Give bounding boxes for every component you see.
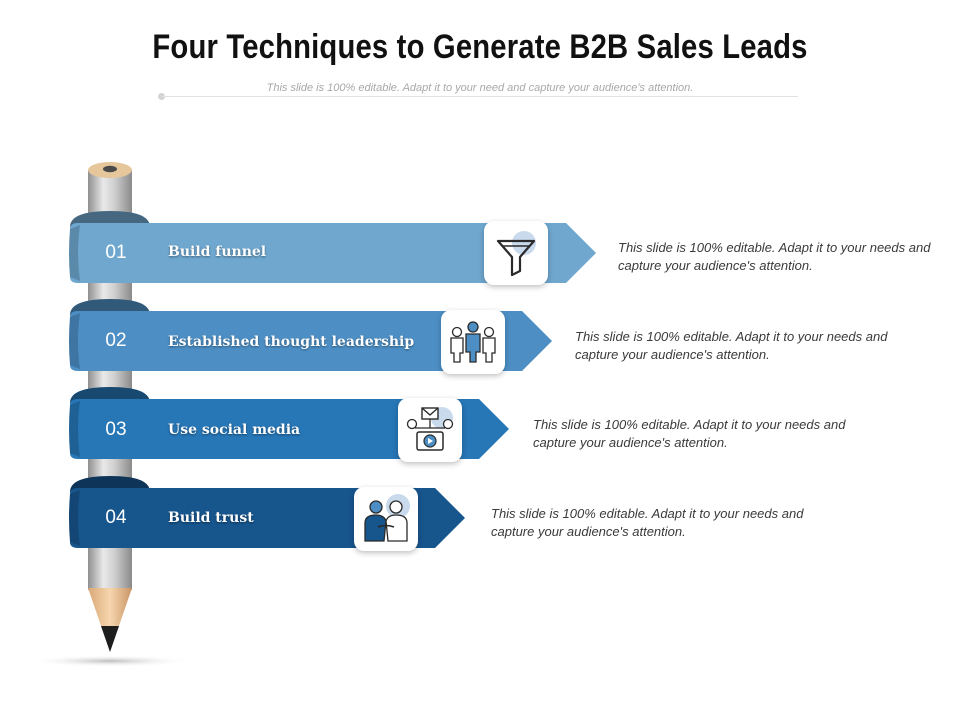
handshake-icon: [364, 494, 410, 542]
social-media-icon: [406, 407, 454, 451]
pencil-tip: [88, 588, 132, 652]
ribbon-arrow: [70, 311, 552, 371]
step-description: This slide is 100% editable. Adapt it to…: [575, 329, 888, 362]
pencil-lead: [101, 626, 119, 652]
step-description: This slide is 100% editable. Adapt it to…: [491, 506, 804, 539]
step-label: Build trust: [168, 510, 254, 526]
step-label: Established thought leadership: [168, 334, 415, 350]
step-number: 02: [105, 330, 127, 351]
divider-dot: [158, 93, 165, 100]
step-description: This slide is 100% editable. Adapt it to…: [618, 240, 931, 273]
step-number: 03: [105, 419, 127, 440]
slide-subtitle: This slide is 100% editable. Adapt it to…: [266, 82, 694, 94]
ribbon-curl: [69, 313, 80, 369]
step-description: This slide is 100% editable. Adapt it to…: [533, 417, 846, 450]
step-icon-box: [441, 310, 505, 374]
ribbon-arrow: [70, 223, 596, 283]
step-label: Build funnel: [168, 244, 267, 260]
ribbon-curl: [69, 490, 80, 546]
pencil-shadow: [28, 655, 192, 667]
people-group-icon: [450, 321, 496, 363]
funnel-icon: [496, 231, 536, 277]
slide-title: Four Techniques to Generate B2B Sales Le…: [152, 28, 808, 66]
title-divider: [162, 96, 798, 97]
ribbon-curl: [69, 401, 80, 457]
ribbon-curl: [69, 225, 80, 281]
step-icon-box: [354, 487, 418, 551]
step-icon-box: [398, 398, 462, 462]
step-number: 01: [105, 242, 127, 263]
step-number: 04: [105, 507, 127, 528]
step-icon-box: [484, 221, 548, 285]
step-label: Use social media: [168, 422, 301, 438]
